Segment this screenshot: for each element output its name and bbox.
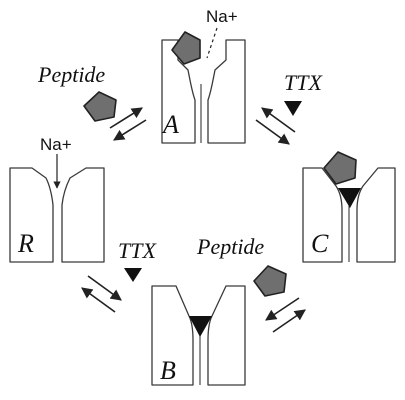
arrow-reverse	[261, 107, 296, 133]
channel-r: Na+ R	[9, 135, 105, 263]
equilibrium-arrows-b-c	[265, 297, 306, 333]
arrow-forward	[87, 275, 122, 301]
state-label-r: R	[17, 229, 34, 258]
free-peptide-right: Peptide	[196, 234, 287, 297]
na-ion-arrow-icon	[206, 27, 218, 59]
equilibrium-arrows-r-b	[81, 275, 122, 313]
equilibrium-arrows-r-a	[109, 107, 147, 141]
na-label-top: Na+	[206, 7, 238, 26]
ttx-bound-b-icon	[189, 316, 212, 337]
arrow-forward	[109, 107, 143, 129]
ttx-triangle-icon	[284, 101, 302, 116]
peptide-pentagon-icon	[83, 91, 117, 122]
channel-c: C	[302, 151, 396, 263]
channel-b: B	[151, 285, 246, 386]
equilibrium-arrows-a-c	[255, 107, 296, 145]
peptide-label-top: Peptide	[37, 62, 105, 87]
ttx-bound-c-icon	[338, 188, 361, 208]
arrow-reverse	[81, 287, 116, 313]
peptide-bound-c-icon	[323, 151, 357, 185]
peptide-pentagon-icon	[253, 265, 287, 297]
na-label-left: Na+	[40, 135, 72, 154]
arrow-reverse	[113, 119, 147, 141]
ttx-triangle-icon	[124, 268, 142, 282]
free-ttx-left: TTX	[118, 238, 157, 282]
free-peptide-top: Peptide	[37, 62, 117, 122]
arrow-forward	[272, 309, 306, 333]
peptide-label-right: Peptide	[196, 234, 264, 259]
ttx-label-top: TTX	[284, 70, 323, 95]
arrow-forward	[255, 119, 290, 145]
arrow-reverse	[265, 297, 300, 321]
state-label-b: B	[160, 356, 176, 385]
peptide-bound-a-icon	[171, 31, 201, 65]
ttx-label-left: TTX	[118, 238, 157, 263]
free-ttx-top: TTX	[284, 70, 323, 116]
channel-a: Na+ A	[161, 7, 246, 144]
state-label-c: C	[311, 229, 329, 258]
state-label-a: A	[161, 110, 179, 139]
